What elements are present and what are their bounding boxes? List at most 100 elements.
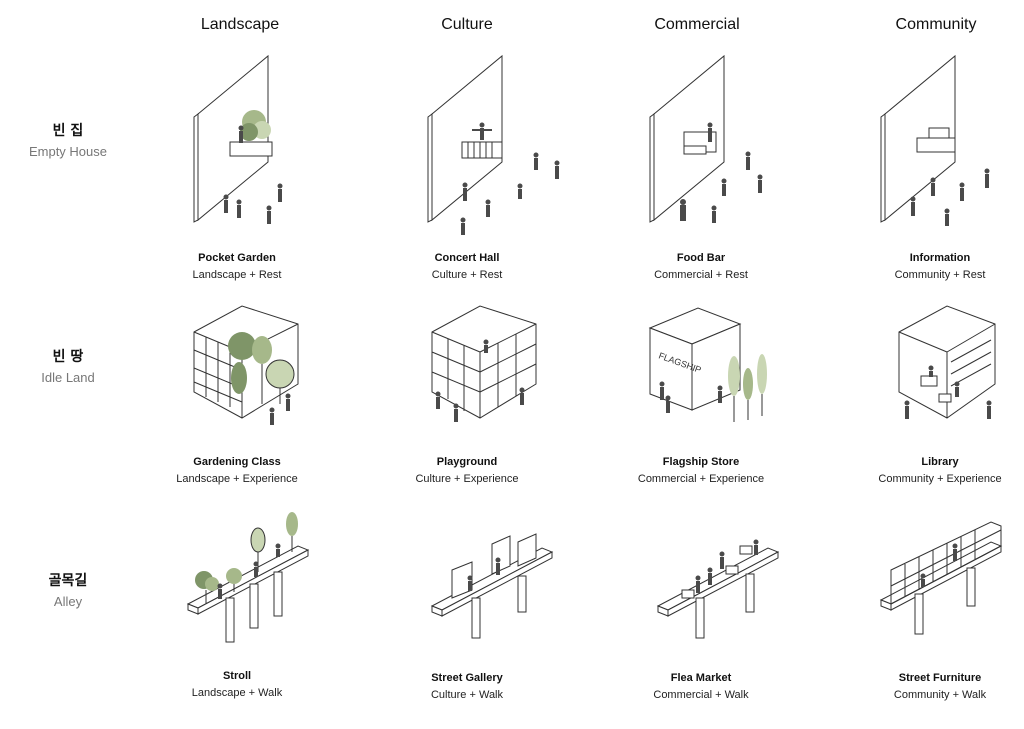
column-header-landscape: Landscape xyxy=(200,16,280,33)
pocket-garden-illustration xyxy=(193,54,283,224)
street-gallery-illustration xyxy=(430,533,554,639)
person-icon xyxy=(223,194,229,213)
person-icon xyxy=(745,151,751,170)
cell-subtitle: Commercial + Rest xyxy=(654,269,748,281)
person-icon xyxy=(952,543,958,561)
person-icon xyxy=(753,539,759,555)
row-label-english: Empty House xyxy=(28,144,108,159)
person-icon xyxy=(485,199,491,217)
person-icon xyxy=(266,205,272,224)
cell-caption: Pocket Garden Landscape + Rest xyxy=(122,252,352,281)
person-icon xyxy=(277,183,283,202)
tree-icon xyxy=(265,359,295,404)
person-icon xyxy=(928,365,934,377)
gardening-class-illustration xyxy=(193,305,299,425)
row-label-korean: 빈 집 xyxy=(52,123,84,139)
cell-subtitle: Culture + Experience xyxy=(415,473,519,485)
cell-title: Gardening Class xyxy=(193,456,281,468)
row-header-idle-land: 빈 땅 Idle Land xyxy=(8,346,128,385)
cell-subtitle: Landscape + Walk xyxy=(191,687,283,699)
cell-subtitle: Community + Rest xyxy=(894,269,986,281)
tree-icon xyxy=(226,568,242,592)
person-icon xyxy=(954,381,960,397)
cell-caption: Playground Culture + Experience xyxy=(352,456,582,485)
person-icon xyxy=(435,391,441,409)
cell-title: Concert Hall xyxy=(434,252,500,264)
person-icon xyxy=(453,403,459,422)
cell-title: Information xyxy=(909,252,971,264)
person-icon xyxy=(533,152,539,170)
person-icon xyxy=(959,182,965,201)
information-illustration xyxy=(880,54,990,226)
row-label-korean: 골목길 xyxy=(48,573,88,589)
person-icon xyxy=(253,561,259,577)
person-icon xyxy=(659,381,665,400)
cell-title: Street Furniture xyxy=(898,672,982,684)
cell-caption: Information Community + Rest xyxy=(825,252,1024,281)
tree-icon xyxy=(728,356,740,422)
person-icon xyxy=(944,208,950,226)
cell-title: Street Gallery xyxy=(431,672,503,684)
person-icon xyxy=(717,385,723,403)
person-icon xyxy=(986,400,992,419)
cell-street-furniture: Street Furniture Community + Walk xyxy=(825,500,1024,701)
person-icon xyxy=(462,182,468,201)
cell-playground: Playground Culture + Experience xyxy=(352,270,582,485)
cell-subtitle: Commercial + Experience xyxy=(637,473,765,485)
cell-title: Food Bar xyxy=(676,252,726,264)
tree-icon xyxy=(240,110,271,141)
person-icon xyxy=(920,573,926,587)
column-header-community: Community xyxy=(895,16,977,33)
cell-subtitle: Community + Walk xyxy=(893,689,987,701)
cell-title: Flagship Store xyxy=(662,456,740,468)
person-icon xyxy=(217,583,223,599)
person-icon xyxy=(554,160,560,179)
cell-information: Information Community + Rest xyxy=(825,50,1024,281)
tree-icon xyxy=(250,527,266,572)
cell-subtitle: Landscape + Experience xyxy=(176,473,298,485)
cell-caption: Flagship Store Commercial + Experience xyxy=(586,456,816,485)
cell-subtitle: Culture + Walk xyxy=(430,689,504,701)
row-header-empty-house: 빈 집 Empty House xyxy=(8,120,128,159)
library-illustration xyxy=(898,305,996,419)
person-icon xyxy=(269,407,275,425)
cell-subtitle: Community + Experience xyxy=(878,473,1002,485)
tree-icon xyxy=(286,512,298,552)
person-icon xyxy=(695,575,701,593)
cell-caption: Stroll Landscape + Walk xyxy=(122,670,352,699)
concert-hall-illustration xyxy=(427,54,560,235)
cell-gardening-class: Gardening Class Landscape + Experience xyxy=(122,270,352,485)
person-icon xyxy=(285,393,291,411)
person-icon xyxy=(472,122,492,140)
tree-icon xyxy=(743,368,753,420)
person-icon xyxy=(707,122,713,142)
person-icon xyxy=(483,339,489,353)
cell-caption: Food Bar Commercial + Rest xyxy=(586,252,816,281)
row-label-korean: 빈 땅 xyxy=(52,349,84,365)
cell-street-gallery: Street Gallery Culture + Walk xyxy=(352,500,582,701)
tree-icon xyxy=(231,362,247,394)
stroll-illustration xyxy=(186,512,310,643)
food-bar-illustration xyxy=(649,54,763,223)
cell-subtitle: Culture + Rest xyxy=(431,269,503,281)
street-furniture-illustration xyxy=(879,521,1003,635)
cell-pocket-garden: Pocket Garden Landscape + Rest xyxy=(122,50,352,281)
person-icon xyxy=(238,125,244,143)
cell-caption: Concert Hall Culture + Rest xyxy=(352,252,582,281)
cell-caption: Street Gallery Culture + Walk xyxy=(352,672,582,701)
person-icon xyxy=(757,174,763,193)
flagship-store-illustration: FLAGSHIP xyxy=(648,307,767,422)
tree-icon xyxy=(195,571,219,604)
person-icon xyxy=(707,567,713,585)
tree-icon xyxy=(757,354,767,416)
cell-concert-hall: Concert Hall Culture + Rest xyxy=(352,50,582,281)
cell-caption: Gardening Class Landscape + Experience xyxy=(122,456,352,485)
cell-title: Playground xyxy=(436,456,498,468)
cell-flagship-store: FLAGSHIP Flagship Store Commercial + Exp… xyxy=(586,270,816,485)
cell-title: Library xyxy=(921,456,959,468)
cell-stroll: Stroll Landscape + Walk xyxy=(122,500,352,700)
cell-caption: Street Furniture Community + Walk xyxy=(825,672,1024,701)
person-icon xyxy=(275,543,281,557)
row-label-english: Alley xyxy=(53,594,83,609)
cell-subtitle: Landscape + Rest xyxy=(192,269,282,281)
